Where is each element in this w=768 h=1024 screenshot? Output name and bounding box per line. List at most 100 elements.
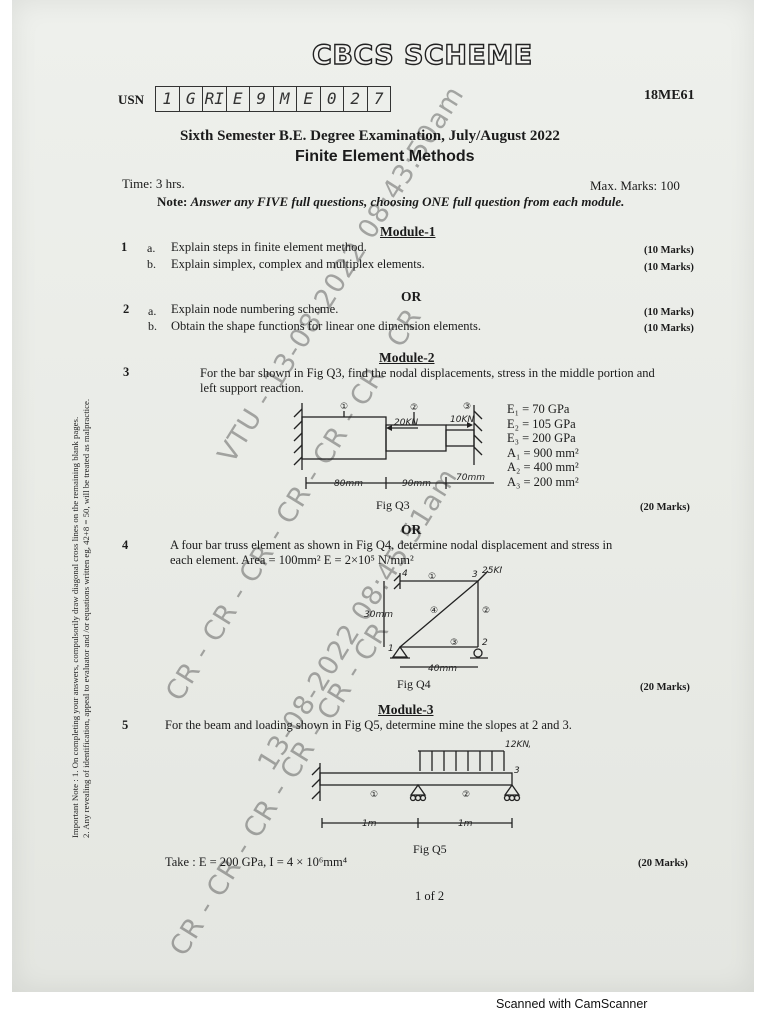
q2a-text: Explain node numbering scheme. xyxy=(171,302,339,316)
truss-element-1: ① xyxy=(428,572,436,582)
q3-prop-a1: A₁ = 900 mm² xyxy=(507,445,579,460)
q4-text-line-2: each element. Area = 100mm² E = 2×10⁵ N/… xyxy=(170,553,414,567)
q4-text-line-1: A four bar truss element as shown in Fig… xyxy=(170,538,613,552)
module-2-heading: Module-2 xyxy=(379,350,435,365)
load-arrow-20kn-head xyxy=(386,425,392,431)
module-1-heading: Module-1 xyxy=(380,224,436,239)
element-3-label: ③ xyxy=(463,402,471,412)
span-1-label: 1m xyxy=(362,819,377,829)
beam-node-3-label: 3 xyxy=(514,766,520,776)
truss-element-4: ④ xyxy=(430,606,438,616)
node-3-label: 3 xyxy=(472,570,478,580)
element-1-label: ① xyxy=(340,402,348,412)
q2a-label: a. xyxy=(148,304,157,318)
q3-number: 3 xyxy=(123,365,130,379)
q5-number: 5 xyxy=(122,718,129,732)
node-1-label: 1 xyxy=(388,644,394,654)
beam-middle-support xyxy=(409,783,427,796)
q5-text: For the beam and loading shown in Fig Q5… xyxy=(165,718,572,732)
q3-prop-e1: E₁ = 70 GPa xyxy=(507,402,570,416)
max-marks: Max. Marks: 100 xyxy=(590,178,680,193)
node-4-label: 4 xyxy=(402,569,408,579)
beam-element-2: ② xyxy=(462,790,470,800)
node-2-roller xyxy=(473,648,483,658)
usn-label: USN xyxy=(118,92,145,107)
important-note-line-2: 2. Any revealing of identification, appe… xyxy=(81,398,91,838)
q2b-label: b. xyxy=(148,319,157,333)
exam-paper: VTU - 13-08-2022 08:43:50am CR - CR - CR… xyxy=(12,0,754,992)
note-text: Answer any FIVE full questions, choosing… xyxy=(190,194,625,209)
q2-number: 2 xyxy=(123,302,130,316)
dim-80mm: 80mm xyxy=(334,479,363,489)
module-3-heading: Module-3 xyxy=(378,702,434,717)
left-wall-hatch xyxy=(293,408,303,466)
udl-label: 12KN/m xyxy=(505,740,530,750)
usn-char: 7 xyxy=(373,89,384,108)
q3-prop-a2: A₂ = 400 mm² xyxy=(507,460,579,474)
q1-number: 1 xyxy=(121,240,128,254)
truss-element-3: ③ xyxy=(450,638,458,648)
exam-title: Sixth Semester B.E. Degree Examination, … xyxy=(180,128,560,144)
truss-member-diagonal xyxy=(399,580,479,648)
subject-code: 18ME61 xyxy=(644,88,695,103)
node-2-label: 2 xyxy=(482,638,488,648)
q2b-text: Obtain the shape functions for linear on… xyxy=(171,319,481,333)
usn-char: RI xyxy=(203,87,227,111)
q3-prop-e2: E₂ = 105 GPa xyxy=(507,416,576,431)
subject-title: Finite Element Methods xyxy=(295,148,475,165)
q1a-text: Explain steps in finite element method. xyxy=(171,240,367,254)
q2a-marks: (10 Marks) xyxy=(644,307,694,318)
q1a-label: a. xyxy=(147,241,156,255)
usn-char: M xyxy=(274,87,297,111)
usn-char: 0 xyxy=(321,87,344,111)
q1b-text: Explain simplex, complex and multiplex e… xyxy=(171,257,425,271)
load-arrow-10kn-head xyxy=(467,422,473,428)
dim-90mm: 90mm xyxy=(402,479,431,489)
important-note-line-1: Important Note : 1. On completing your a… xyxy=(70,416,80,838)
page-number: 1 of 2 xyxy=(415,889,445,903)
truss-load-label: 25KN xyxy=(482,566,502,576)
q2b-marks: (10 Marks) xyxy=(644,323,694,334)
usn-char: E xyxy=(227,87,250,111)
fig-q5-label: Fig Q5 xyxy=(413,842,447,856)
or-divider-1: OR xyxy=(401,289,422,304)
udl-arrows xyxy=(419,751,505,771)
bar-segment-3 xyxy=(445,429,475,447)
q3-properties: E₁ = 70 GPa E₂ = 105 GPa E₃ = 200 GPa A₁… xyxy=(507,402,617,489)
scheme-title: CBCS SCHEME xyxy=(311,39,533,71)
truss-height-label: 30mm xyxy=(364,610,393,620)
q1a-marks: (10 Marks) xyxy=(644,245,694,256)
instructions-note: Note: Answer any FIVE full questions, ch… xyxy=(157,194,624,210)
q3-marks: (20 Marks) xyxy=(640,502,690,513)
fig-q3-label: Fig Q3 xyxy=(376,498,410,512)
load-20kn-label: 20KN xyxy=(394,418,418,428)
important-note: Important Note : 1. On completing your a… xyxy=(70,399,92,838)
q5-take-values: Take : E = 200 GPa, I = 4 × 10⁶mm⁴ xyxy=(165,855,348,869)
fig-q4-label: Fig Q4 xyxy=(397,677,431,691)
or-divider-2: OR xyxy=(401,522,422,537)
node-1-pin-support xyxy=(391,645,409,658)
time-label: Time: 3 hrs. xyxy=(122,176,185,191)
fig-q4-diagram: 25KN 4 3 2 1 ① ② ③ ④ 30mm 40mm xyxy=(364,566,502,674)
dim-70mm: 70mm xyxy=(456,473,485,483)
beam xyxy=(319,772,513,786)
truss-width-label: 40mm xyxy=(428,664,457,674)
fig-q3-diagram: ① ② ③ 20KN 10KN 80mm 90mm 70mm xyxy=(293,402,494,489)
q3-text-line-1: For the bar shown in Fig Q3, find the no… xyxy=(200,366,655,380)
usn-boxes: 1 G RI E 9 M E 0 2 7 xyxy=(155,86,391,112)
usn-char: 9 xyxy=(250,87,274,111)
usn-char: 2 xyxy=(344,87,368,111)
q5-marks: (20 Marks) xyxy=(638,858,688,869)
q3-text-line-2: left support reaction. xyxy=(200,381,304,395)
usn-char: 1 xyxy=(156,87,180,111)
truss-element-2: ② xyxy=(482,606,490,616)
q4-marks: (20 Marks) xyxy=(640,682,690,693)
right-wall-hatch xyxy=(473,410,483,456)
usn-char: G xyxy=(180,87,203,111)
bar-segment-1 xyxy=(301,416,387,460)
note-label: Note: xyxy=(157,194,188,209)
q4-number: 4 xyxy=(122,538,129,552)
q3-prop-a3: A₃ = 200 mm² xyxy=(507,474,579,489)
q1b-label: b. xyxy=(147,257,156,271)
camscanner-footer: Scanned with CamScanner xyxy=(496,997,648,1011)
